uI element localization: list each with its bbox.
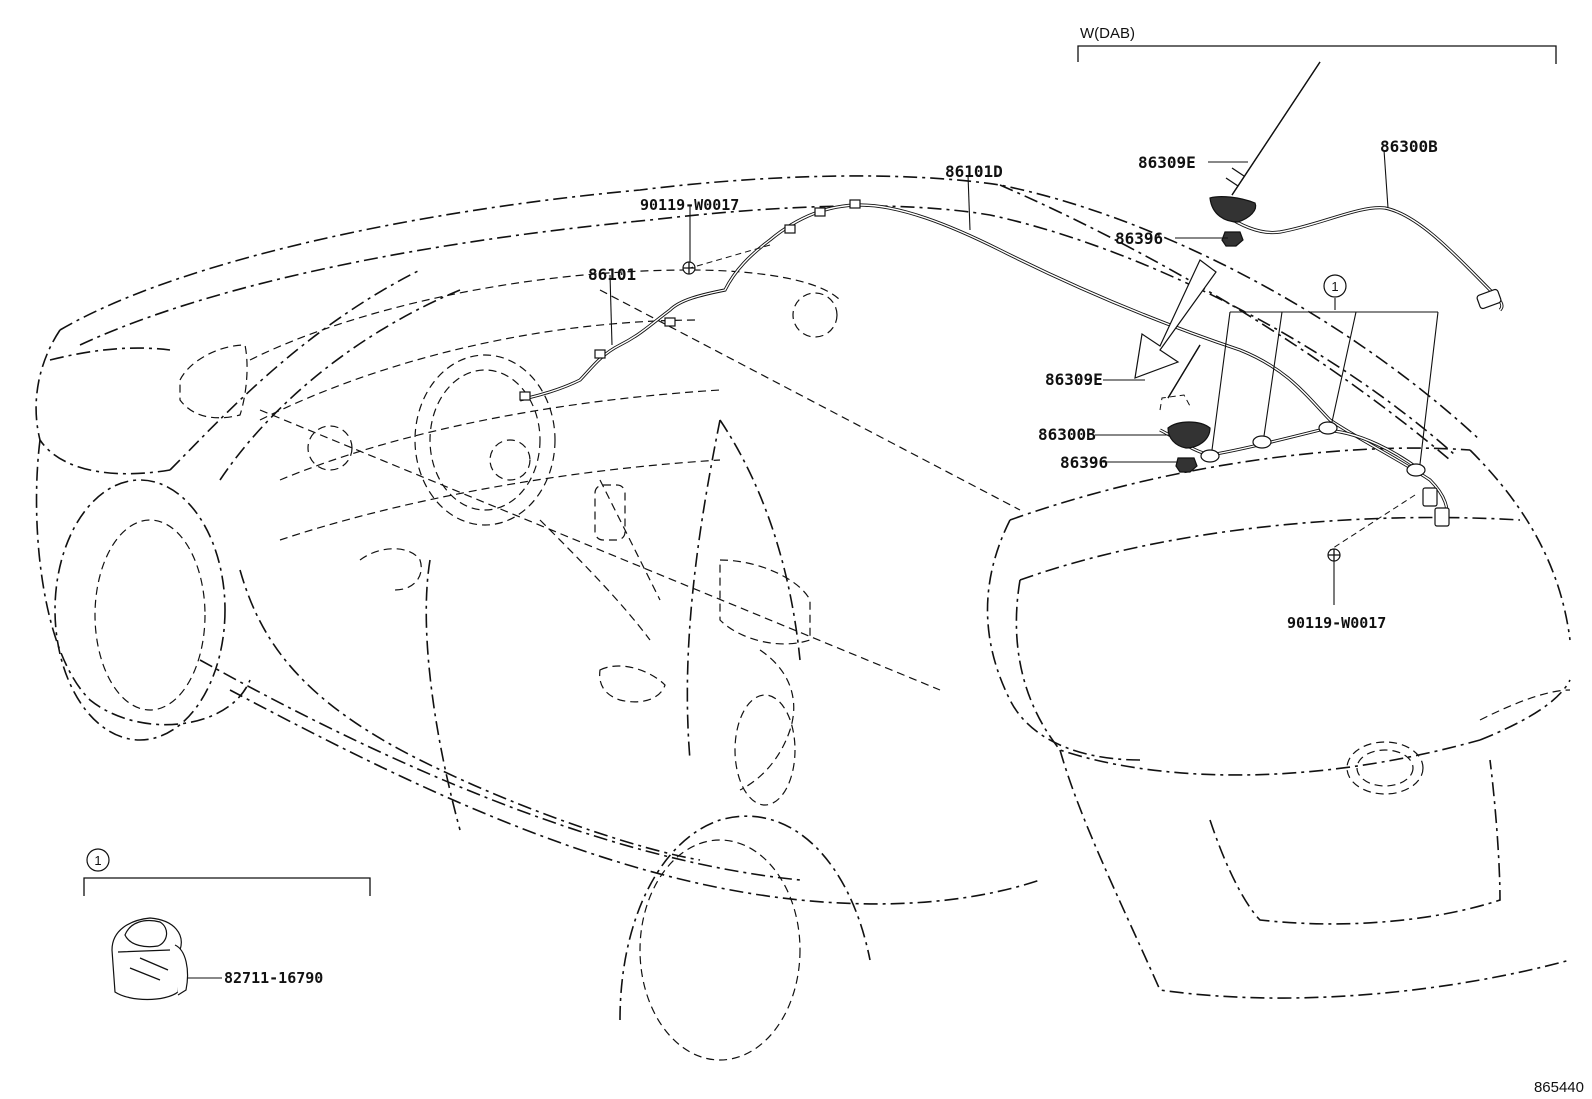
leader-lines [186,149,1439,979]
antenna-cable-assembly [519,199,1504,562]
group-marker-number: 1 [1331,279,1338,294]
clamp-illustration [111,917,189,1001]
label-antenna-rod-top: 86309E [1138,153,1196,172]
label-cable-dash: 86101 [588,265,636,284]
illustration-number: 865440 [1534,1079,1584,1096]
label-nut-top: 86396 [1115,229,1163,248]
label-antenna-base-mid: 86300B [1038,425,1096,444]
label-cable-roof: 86101D [945,162,1003,181]
label-nut-mid: 86396 [1060,453,1108,472]
antenna-parts [1134,61,1321,473]
inset-marker-number: 1 [94,853,101,868]
group-marker: 1 [1323,274,1347,298]
label-clamp-part: 82711-16790 [224,969,323,987]
part-labels: 86309E 86300B 86396 86101D 90119-W0017 8… [224,137,1438,987]
inset-group-1: 1 [83,848,371,1001]
dab-variant-bracket: W(DAB) [1077,25,1557,64]
label-antenna-base-top: 86300B [1380,137,1438,156]
label-bolt-rear: 90119-W0017 [1287,614,1386,632]
vehicle-interior-outline [179,269,1021,806]
label-bolt-front: 90119-W0017 [640,196,739,214]
label-antenna-rod-mid: 86309E [1045,370,1103,389]
variant-label: W(DAB) [1080,25,1135,42]
